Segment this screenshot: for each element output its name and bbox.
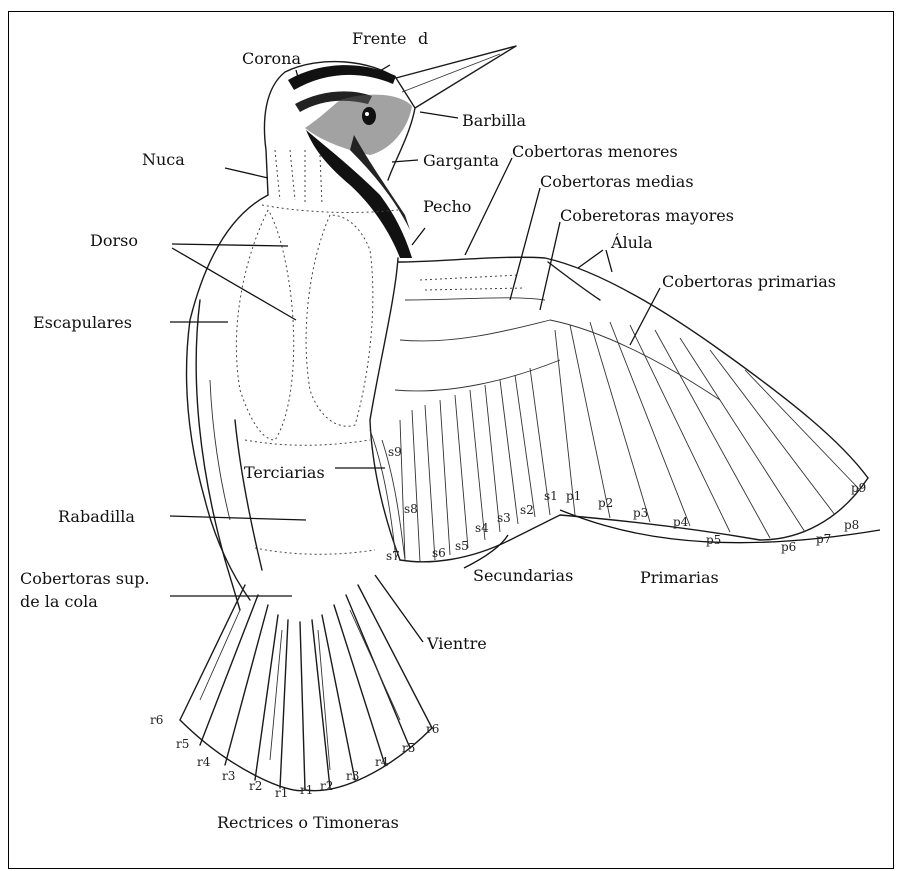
code-r1-right: r1	[300, 783, 313, 797]
code-s6: s6	[432, 546, 446, 560]
code-p8: p8	[844, 518, 859, 532]
label-rabadilla: Rabadilla	[58, 507, 135, 526]
code-s7: s7	[386, 549, 400, 563]
code-r3-right: r3	[346, 769, 359, 783]
label-cobertoras-primarias: Cobertoras primarias	[662, 272, 836, 291]
code-p4: p4	[673, 515, 689, 529]
code-p7: p7	[816, 532, 831, 546]
label-cobertoras-menores: Cobertoras menores	[512, 142, 678, 161]
code-r1-left: r1	[275, 786, 288, 800]
label-corona: Corona	[242, 49, 301, 68]
label-alula: Álula	[610, 232, 653, 252]
label-pecho: Pecho	[423, 197, 471, 216]
label-garganta: Garganta	[423, 151, 499, 170]
code-r3-left: r3	[222, 769, 235, 783]
label-secundarias: Secundarias	[473, 566, 573, 585]
label-barbilla: Barbilla	[462, 111, 527, 130]
code-s1: s1	[544, 489, 558, 503]
code-s9: s9	[388, 445, 402, 459]
label-d: d	[418, 29, 428, 48]
label-cobertoras-sup-2: de la cola	[20, 592, 98, 611]
code-s3: s3	[497, 511, 511, 525]
code-r5-left: r5	[176, 737, 189, 751]
label-coberetoras-mayores: Coberetoras mayores	[560, 206, 734, 225]
tail-fan	[180, 585, 432, 791]
code-p6: p6	[781, 540, 796, 554]
code-s4: s4	[475, 521, 489, 535]
code-r2-right: r2	[320, 779, 333, 793]
beak	[396, 46, 516, 108]
code-r5-right: r5	[402, 741, 415, 755]
code-s8: s8	[404, 502, 418, 516]
code-r6-left: r6	[150, 713, 163, 727]
right-scapular-outline	[306, 215, 373, 426]
left-scapular-outline	[236, 210, 293, 440]
eye	[362, 107, 376, 125]
label-primarias: Primarias	[640, 568, 719, 587]
code-p2: p2	[598, 496, 613, 510]
code-p5: p5	[706, 533, 721, 547]
label-terciarias: Terciarias	[244, 463, 325, 482]
label-escapulares: Escapulares	[33, 313, 132, 332]
code-r4-right: r4	[375, 755, 389, 769]
label-dorso: Dorso	[90, 231, 138, 250]
label-cobertoras-sup-1: Cobertoras sup.	[20, 569, 150, 588]
label-vientre: Vientre	[426, 634, 487, 653]
code-p9: p9	[851, 481, 866, 495]
code-p1: p1	[566, 489, 581, 503]
label-rectrices: Rectrices o Timoneras	[217, 813, 399, 832]
code-s5: s5	[455, 539, 469, 553]
code-r2-left: r2	[249, 779, 262, 793]
label-frente: Frente	[352, 29, 406, 48]
code-r4-left: r4	[197, 755, 211, 769]
label-nuca: Nuca	[142, 150, 185, 169]
code-p3: p3	[633, 506, 648, 520]
code-s2: s2	[520, 503, 534, 517]
body-outline	[186, 195, 400, 600]
label-cobertoras-medias: Cobertoras medias	[540, 172, 694, 191]
code-r6-right: r6	[426, 722, 439, 736]
